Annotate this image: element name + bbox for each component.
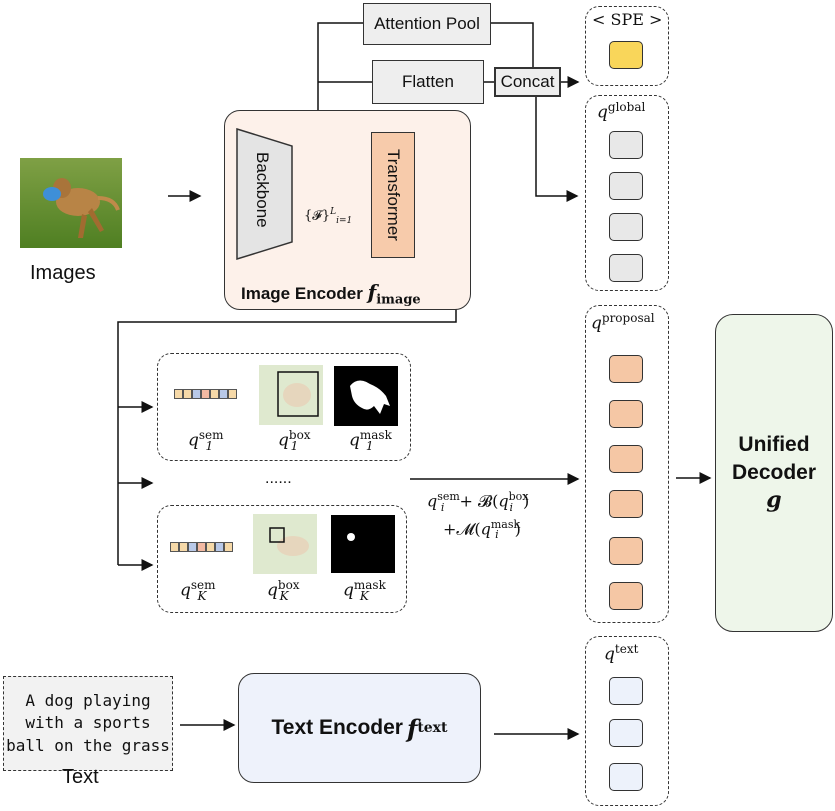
backbone-shape bbox=[236, 128, 293, 260]
text-token bbox=[609, 763, 643, 791]
proposal-token bbox=[609, 400, 643, 428]
images-label: Images bbox=[30, 262, 96, 284]
concat-block: Concat bbox=[494, 67, 561, 97]
semantic-cell bbox=[215, 542, 224, 552]
attention-pool-block: Attention Pool bbox=[363, 3, 491, 45]
semantic-cell bbox=[206, 542, 215, 552]
spe-token bbox=[609, 41, 643, 69]
transformer-block: Transformer bbox=[371, 132, 415, 258]
semantic-cell bbox=[192, 389, 201, 399]
proposal-token bbox=[609, 582, 643, 610]
semantic-token-strip bbox=[170, 542, 233, 552]
box-image-last bbox=[253, 514, 317, 574]
text-query-group bbox=[585, 636, 669, 806]
line-attention-to-concat bbox=[491, 22, 534, 68]
decoder-label-line-2: Decoder bbox=[731, 460, 817, 484]
arrow-concat-to-global bbox=[535, 97, 579, 202]
proposal-query-group bbox=[585, 305, 669, 623]
global-query-group bbox=[585, 95, 669, 291]
global-token bbox=[609, 172, 643, 200]
qk-box-label: qboxK bbox=[267, 578, 300, 604]
text-query-label: qtext bbox=[604, 642, 639, 665]
caption-line-3: ball on the grass bbox=[6, 735, 170, 755]
semantic-cell bbox=[188, 542, 197, 552]
semantic-cell bbox=[183, 389, 192, 399]
global-token bbox=[609, 213, 643, 241]
box-image-first bbox=[259, 365, 323, 425]
transformer-label: Transformer bbox=[384, 149, 403, 241]
text-label: Text bbox=[62, 766, 99, 788]
semantic-cell bbox=[179, 542, 188, 552]
q1-sem-label: qsem1 bbox=[188, 428, 224, 454]
proposal-token bbox=[609, 445, 643, 473]
image-encoder-title: Image Encoder fimage bbox=[241, 280, 421, 308]
flatten-block: Flatten bbox=[372, 60, 484, 104]
semantic-cell bbox=[197, 542, 206, 552]
global-token bbox=[609, 131, 643, 159]
spe-label: < SPE > bbox=[592, 10, 663, 29]
proposal-formula: qsemi + 𝓑(qboxi) +𝓜(qmaski) bbox=[427, 488, 529, 543]
semantic-cell bbox=[170, 542, 179, 552]
semantic-token-strip bbox=[174, 389, 237, 399]
global-token bbox=[609, 254, 643, 282]
proposal-token bbox=[609, 490, 643, 518]
qk-sem-label: qsemK bbox=[180, 578, 216, 604]
spe-query-group bbox=[585, 6, 669, 86]
caption-line-1: A dog playing bbox=[25, 690, 151, 710]
decoder-label-line-1: Unified bbox=[738, 433, 810, 457]
q1-mask-label: qmask1 bbox=[349, 428, 392, 454]
formula-line-1: qsemi + 𝓑(qboxi) bbox=[427, 490, 530, 514]
semantic-cell bbox=[174, 389, 183, 399]
ellipsis: ...... bbox=[265, 470, 292, 487]
mask-image-first bbox=[334, 366, 398, 426]
decoder-symbol: g bbox=[766, 487, 782, 513]
caption-line-2: with a sports bbox=[25, 713, 151, 733]
semantic-cell bbox=[228, 389, 237, 399]
mask-image-last bbox=[331, 515, 395, 573]
feature-set-label: {𝓕}Li=1 bbox=[304, 207, 353, 226]
text-token bbox=[609, 719, 643, 747]
semantic-cell bbox=[201, 389, 210, 399]
proposal-token bbox=[609, 537, 643, 565]
formula-line-2: +𝓜(qmaski) bbox=[443, 517, 521, 542]
semantic-cell bbox=[219, 389, 228, 399]
backbone-label: Backbone bbox=[253, 152, 272, 228]
text-caption-box: A dog playing with a sports ball on the … bbox=[3, 676, 173, 771]
text-token bbox=[609, 677, 643, 705]
global-query-label: qglobal bbox=[597, 100, 646, 123]
unified-decoder-block: Unified Decoder g bbox=[715, 314, 833, 632]
proposal-group-last bbox=[157, 505, 407, 613]
qk-mask-label: qmaskK bbox=[343, 578, 386, 604]
semantic-cell bbox=[210, 389, 219, 399]
proposal-query-label: qproposal bbox=[591, 311, 655, 334]
semantic-cell bbox=[224, 542, 233, 552]
q1-box-label: qbox1 bbox=[278, 428, 311, 454]
proposal-token bbox=[609, 355, 643, 383]
dog-image bbox=[20, 158, 122, 248]
proposal-group-first bbox=[157, 353, 411, 461]
